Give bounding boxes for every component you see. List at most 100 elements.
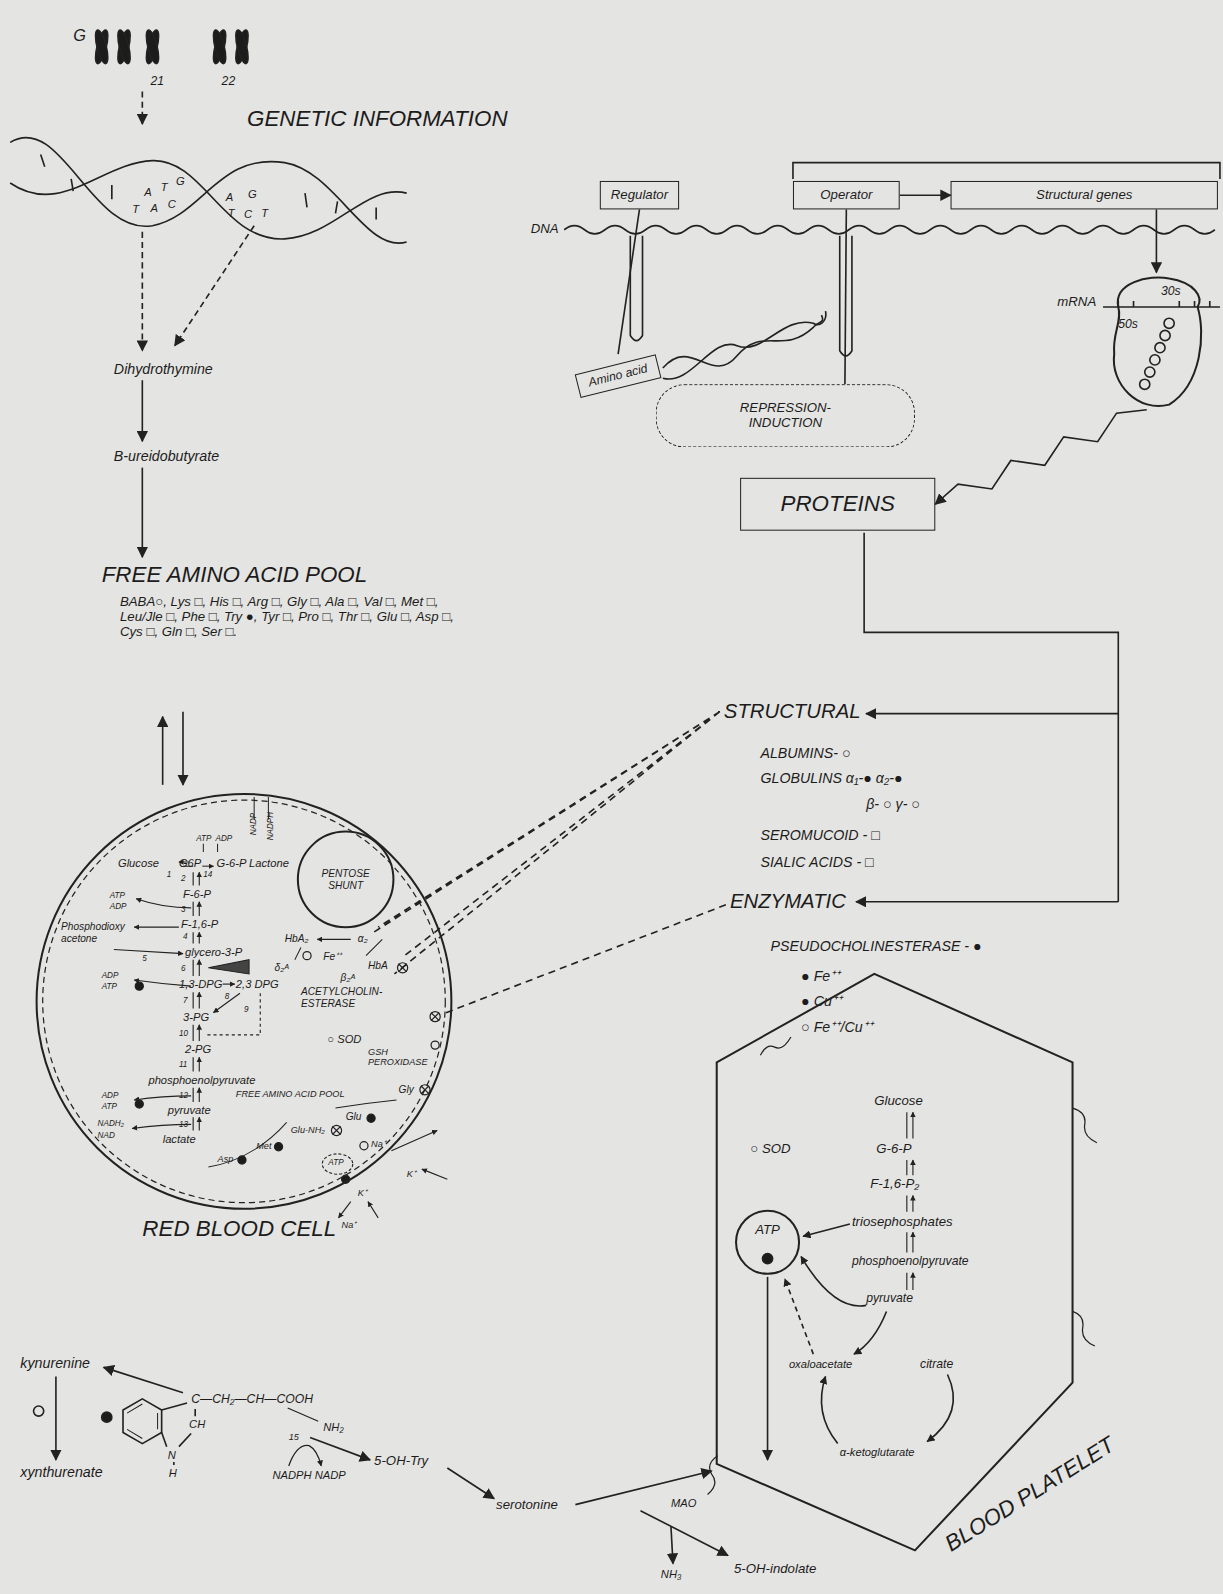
drawing-stroke [821,1377,837,1444]
drawing-stroke [211,29,228,65]
label: G [248,188,257,201]
label: 1,3-DPG [179,978,223,991]
ribosome: 30s50s [1108,272,1205,409]
drawing-stroke [135,1100,143,1108]
label: 5-OH-indolate [734,1562,816,1577]
label: Na⁺ [371,1139,386,1150]
drawing-stroke [420,1085,430,1095]
drawing-stroke [203,844,217,852]
drawing-stroke [1145,367,1155,377]
drawing-stroke [115,29,132,65]
label: GENETIC INFORMATION [247,106,508,132]
drawing-stroke [135,982,143,990]
drawing-stroke [104,1367,183,1392]
drawing-stroke [762,1253,772,1263]
label: Glucose [118,857,159,870]
label: Glucose [874,1094,922,1109]
label: G-6-P Lactone [217,857,289,870]
drawing-stroke [193,1117,199,1130]
label: 2-PG [185,1043,211,1056]
label: 9 [244,1004,249,1013]
drawing-stroke [431,1013,439,1021]
drawing-stroke [366,939,382,955]
label: NADPH [266,812,275,840]
drawing-stroke [372,712,720,974]
red-blood-cell: RED BLOOD CELLPENTOSE SHUNT [36,793,453,1210]
connector [900,194,951,196]
drawing-stroke [339,1202,351,1218]
drawing-stroke [399,964,407,972]
label: 6 [181,964,186,973]
gene-box: Structural genes [951,181,1218,209]
label: ATP [102,1102,117,1111]
label: Glu [346,1111,362,1123]
drawing-stroke [193,932,199,943]
label: mRNA [1057,295,1096,310]
label: STRUCTURAL [724,699,861,722]
drawing-stroke [864,533,1118,902]
outline-shape [1114,278,1201,406]
label: phosphoenolpyruvate [852,1255,969,1269]
drawing-stroke [927,1374,953,1441]
label: ○ Fe⁺⁺/Cu⁺⁺ [801,1019,873,1035]
label: kynurenine [20,1355,90,1371]
drawing-stroke [223,984,235,985]
label: 22 [222,75,236,89]
connector [618,209,639,354]
drawing-stroke [564,226,1215,234]
node-text: Operator [820,188,872,203]
label: 1 [167,870,172,879]
drawing-stroke [785,1279,813,1354]
label: SIALIC ACIDS - □ [760,854,873,870]
drawing-stroke [708,1037,1097,1494]
label: HbA₂ [285,933,309,945]
drawing-stroke [93,29,110,65]
drawing-stroke [907,1160,913,1175]
label: Na⁺ [342,1220,357,1231]
label: K⁺ [407,1169,416,1180]
label: pyruvate [866,1292,913,1306]
label: Asp [218,1154,234,1165]
node-text: Structural genes [1036,188,1132,203]
label: C [168,198,176,211]
drawing-stroke [144,29,161,65]
drawing-stroke [907,1196,913,1212]
label: NAD [98,1130,115,1139]
label: 13 [179,1120,188,1129]
label: FREE AMINO ACID POOL [102,561,368,587]
label: C—CH₂—CH—COOH [191,1393,313,1407]
label: Met [256,1141,271,1152]
label: β- ○ γ- ○ [866,796,920,812]
label: ATP [102,982,117,991]
drawing-stroke [175,226,254,346]
label: 3 [181,905,186,914]
drawing-stroke [123,1399,162,1444]
drawing-stroke [274,1143,282,1151]
label: xynthurenate [20,1464,102,1480]
drawing-stroke [202,866,213,867]
label: T [261,206,268,219]
drawing-stroke [193,1088,199,1102]
drawing-stroke [640,1511,727,1556]
drawing-stroke [332,1126,340,1134]
label: 5-OH-Try [374,1454,428,1469]
label: ADP [110,902,127,911]
label: F-1,6-P [181,918,218,931]
node-text: Regulator [611,188,668,203]
label: 14 [203,870,212,879]
outline-shape [717,974,1073,1550]
label: 11 [179,1060,187,1069]
label: MAO [671,1496,696,1509]
connector [1156,209,1158,272]
label: F-6-P [183,888,211,901]
label: ATP [110,891,125,900]
drawing-stroke [1155,343,1165,353]
drawing-stroke [303,952,311,960]
label: ALBUMINS- ○ [760,745,850,761]
drawing-stroke [41,155,376,220]
drawing-stroke [907,1273,913,1290]
label: ADP [102,1091,119,1100]
drawing-stroke [193,1025,199,1041]
label: pyruvate [168,1104,211,1117]
